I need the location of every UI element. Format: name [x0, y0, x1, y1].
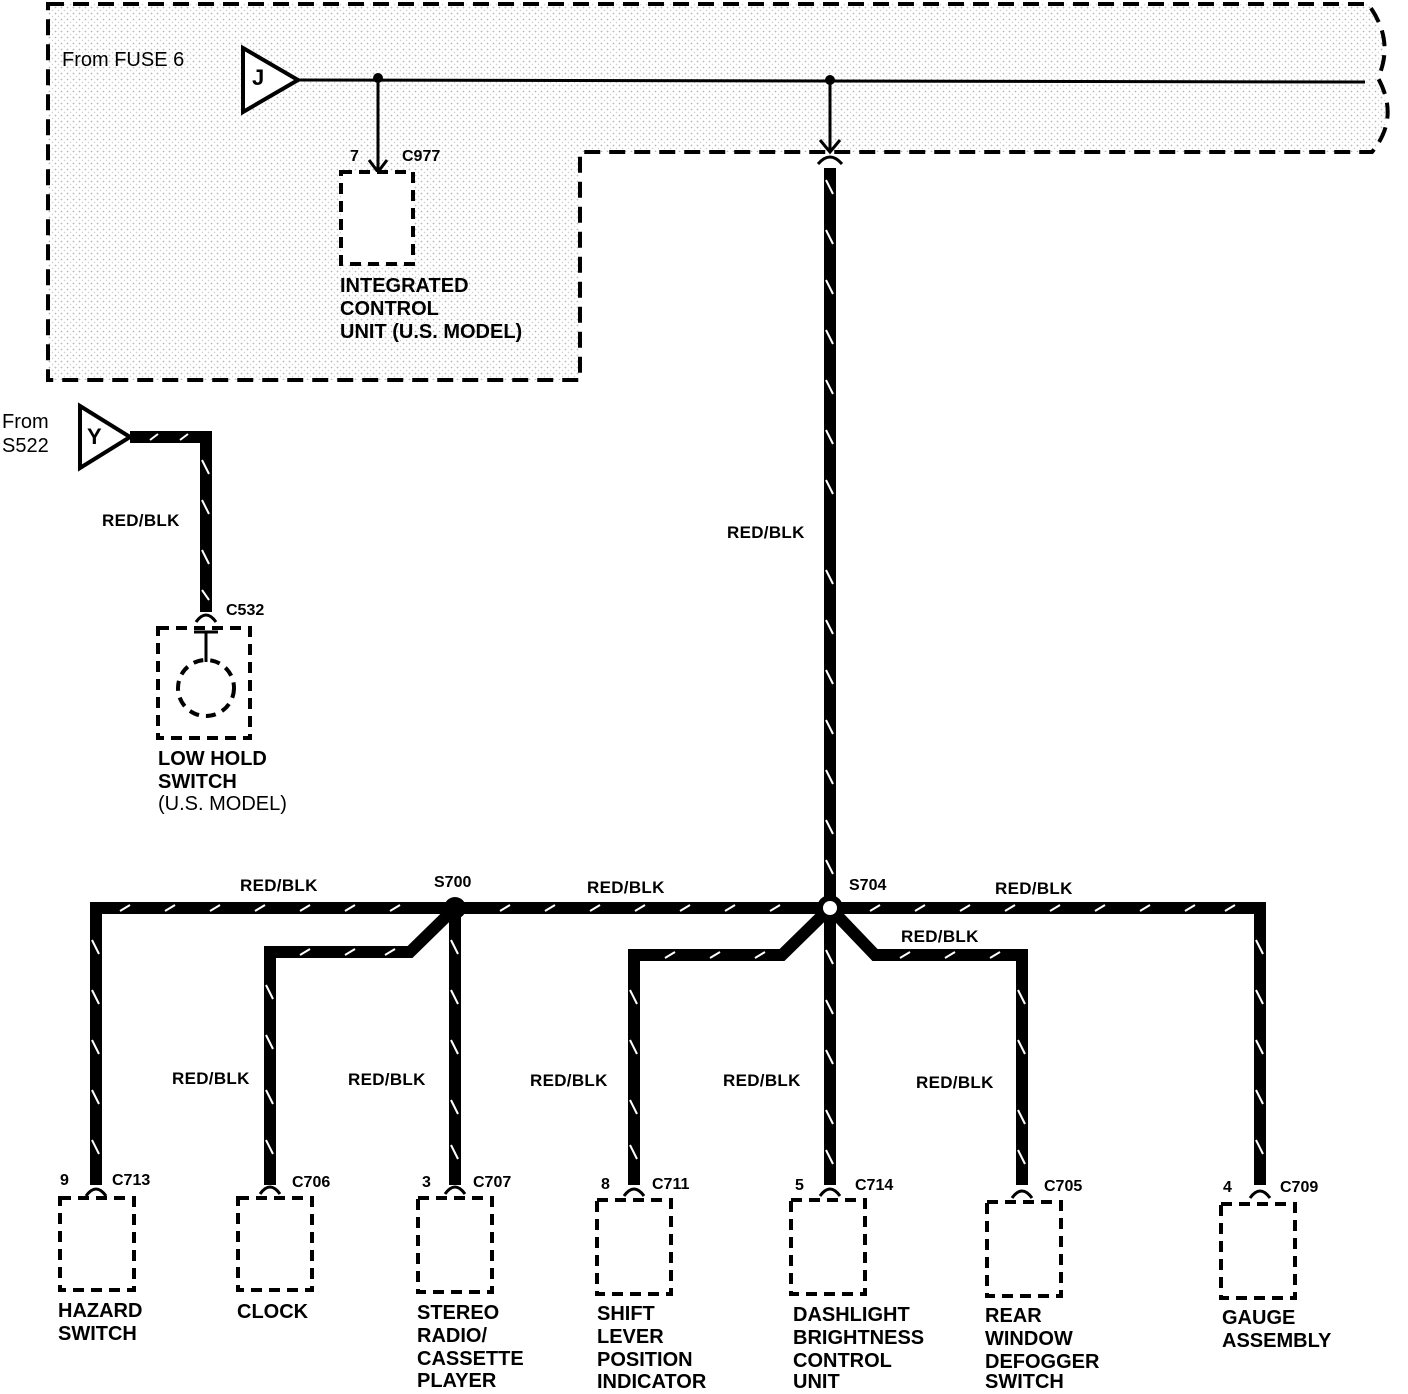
splice-source-line2: S522 [2, 435, 49, 457]
icu-pin: 7 [350, 148, 359, 165]
dashlight-label-2: BRIGHTNESS [793, 1327, 925, 1349]
splice-source-triangle [78, 402, 134, 472]
icu-label-1: INTEGRATED [340, 275, 469, 297]
stereo-label-1: STEREO [417, 1302, 500, 1324]
splice-s700-label: S700 [434, 874, 472, 891]
dashlight-box [789, 1198, 867, 1296]
shift-label-2: LEVER [597, 1326, 664, 1348]
wire-label-shift: RED/BLK [530, 1071, 608, 1090]
hazard-label-2: SWITCH [58, 1323, 137, 1345]
wire-label-s700-s704: RED/BLK [587, 878, 665, 897]
splice-source-letter: Y [87, 424, 102, 449]
icu-box [339, 170, 415, 266]
shift-pin: 8 [601, 1176, 610, 1193]
rear-defogger-label-4: SWITCH [985, 1371, 1064, 1393]
dashlight-pin: 5 [795, 1177, 804, 1194]
dashlight-label-1: DASHLIGHT [793, 1304, 910, 1326]
gauge-pin: 4 [1223, 1179, 1232, 1196]
rear-defogger-label-3: DEFOGGER [985, 1351, 1100, 1373]
stereo-pin: 3 [422, 1174, 431, 1191]
dashlight-label-3: CONTROL [793, 1350, 892, 1372]
icu-label-2: CONTROL [340, 298, 439, 320]
wire-label-main: RED/BLK [727, 523, 805, 542]
clock-label-1: CLOCK [237, 1301, 309, 1323]
wire-label-defogger-run: RED/BLK [901, 927, 979, 946]
rear-defogger-box [985, 1200, 1063, 1298]
wire-label-clock: RED/BLK [172, 1069, 250, 1088]
wire-label-low-hold: RED/BLK [102, 511, 180, 530]
wire-label-gauge-run: RED/BLK [995, 879, 1073, 898]
wire-stripes [91, 179, 1264, 1165]
stereo-box [416, 1196, 494, 1294]
clock-box [236, 1196, 314, 1292]
stereo-label-3: CASSETTE [417, 1348, 524, 1370]
shift-connector: C711 [652, 1176, 690, 1193]
gauge-label-1: GAUGE [1222, 1307, 1296, 1329]
wire-label-dashlight: RED/BLK [723, 1071, 801, 1090]
shift-label-3: POSITION [597, 1349, 693, 1371]
rear-defogger-label-1: REAR [985, 1305, 1042, 1327]
low-hold-connector: C532 [226, 602, 265, 619]
stereo-connector: C707 [473, 1174, 512, 1191]
shift-box [595, 1198, 673, 1296]
rear-defogger-connector: C705 [1044, 1178, 1083, 1195]
stereo-label-4: PLAYER [417, 1370, 497, 1392]
dashlight-connector: C714 [855, 1177, 894, 1194]
splice-s700-dot [444, 897, 466, 919]
wire-label-stereo: RED/BLK [348, 1070, 426, 1089]
rear-defogger-label-2: WINDOW [985, 1328, 1073, 1350]
dashlight-label-4: UNIT [793, 1371, 840, 1393]
fuse-source-label: From FUSE 6 [62, 49, 185, 71]
low-hold-label-2: SWITCH [158, 771, 237, 793]
connector-forks [84, 613, 1272, 1199]
hazard-connector: C713 [112, 1172, 151, 1189]
main-connector-fork [816, 155, 844, 166]
shift-label-1: SHIFT [597, 1303, 655, 1325]
shift-label-4: INDICATOR [597, 1371, 707, 1393]
gauge-label-2: ASSEMBLY [1222, 1330, 1332, 1352]
low-hold-switch-symbol [156, 626, 252, 740]
low-hold-label-1: LOW HOLD [158, 748, 267, 770]
low-hold-label-3: (U.S. MODEL) [158, 793, 287, 815]
icu-label-3: UNIT (U.S. MODEL) [340, 321, 523, 343]
hazard-pin: 9 [60, 1172, 69, 1189]
fuse-source-letter: J [252, 65, 265, 90]
component-boxes [58, 1196, 1297, 1300]
stereo-label-2: RADIO/ [417, 1325, 487, 1347]
splice-source-line1: From [2, 411, 49, 433]
icu-connector: C977 [402, 148, 441, 165]
wire-label-s700-left: RED/BLK [240, 876, 318, 895]
gauge-box [1219, 1202, 1297, 1300]
main-feed-arrow [818, 139, 842, 155]
icu-shaded-region [46, 2, 1390, 382]
fuse-source-triangle [241, 44, 302, 116]
splice-s704-label: S704 [849, 877, 887, 894]
wire-label-defogger: RED/BLK [916, 1073, 994, 1092]
clock-connector: C706 [292, 1174, 331, 1191]
hazard-box [58, 1196, 136, 1292]
hazard-label-1: HAZARD [58, 1300, 143, 1322]
gauge-connector: C709 [1280, 1179, 1319, 1196]
